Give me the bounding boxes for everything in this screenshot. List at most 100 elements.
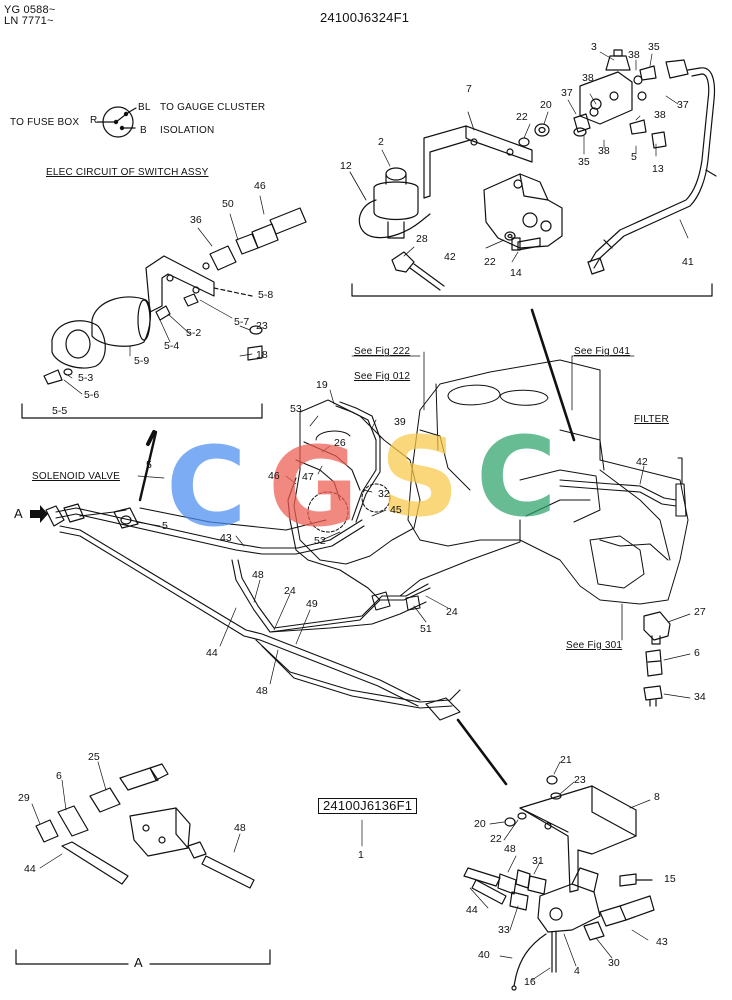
watermark-letter-c1: C	[166, 423, 247, 551]
callout: 13	[652, 163, 664, 175]
view-a-label: A	[134, 955, 143, 970]
model-code-line1: YG 0588~	[4, 4, 56, 16]
callout: 5-5	[52, 405, 68, 417]
callout: 38	[598, 145, 610, 157]
gear-housing	[293, 399, 421, 565]
callout: 48	[252, 569, 264, 581]
terminal-r-label: R	[90, 115, 98, 126]
pipework	[55, 401, 687, 721]
watermark-letter-c2: C	[476, 413, 557, 541]
callout: 7	[466, 83, 472, 95]
callout: 5-9	[134, 355, 150, 367]
callout: 18	[256, 349, 268, 361]
callout: 5-7	[234, 316, 250, 328]
callout: 38	[628, 49, 640, 61]
callout: 5-2	[186, 327, 202, 339]
callout: 25	[88, 751, 100, 763]
callout: 47	[302, 471, 314, 483]
pointer-arrow-top	[530, 308, 576, 442]
view-a-arrow-icon	[30, 505, 48, 523]
to-fuse-box-label: TO FUSE BOX	[10, 117, 80, 128]
callout: 24	[446, 606, 458, 618]
drawing-number: 24100J6324F1	[320, 10, 410, 25]
callout: 41	[682, 256, 694, 268]
switch-circuit-symbol	[96, 106, 137, 138]
callout: 22	[484, 256, 496, 268]
callout: 19	[316, 379, 328, 391]
sub-drawing-item: 1	[358, 849, 364, 861]
pointer-arrow-bottom	[456, 718, 508, 786]
see-fig-012-link[interactable]: See Fig 012	[354, 371, 411, 382]
watermark-letter-s: S	[380, 413, 460, 541]
solenoid-valve-label: SOLENOID VALVE	[32, 471, 121, 482]
callout-leaders	[31, 51, 691, 981]
callout: 46	[268, 470, 280, 482]
callout: 5-3	[78, 372, 94, 384]
solenoid-fitting-left	[45, 503, 139, 529]
callout: 44	[24, 863, 36, 875]
callout: 24	[284, 585, 296, 597]
group-bracket-top-left	[21, 403, 263, 419]
filter-label: FILTER	[634, 414, 669, 425]
callout: 37	[561, 87, 573, 99]
callout: 8	[654, 791, 660, 803]
callout: 5-4	[164, 340, 180, 352]
callout: 30	[608, 957, 620, 969]
callout: 44	[466, 904, 478, 916]
callout: 42	[636, 456, 648, 468]
see-fig-041-link[interactable]: See Fig 041	[574, 346, 631, 357]
callout: 52	[314, 535, 326, 547]
callout: 20	[474, 818, 486, 830]
callout: 48	[504, 843, 516, 855]
group-bracket-top-right	[351, 283, 713, 297]
callout: 31	[532, 855, 544, 867]
switch-circuit-title: ELEC CIRCUIT OF SWITCH ASSY	[46, 167, 209, 178]
callout: 35	[578, 156, 590, 168]
view-a-arrow-label: A	[14, 506, 23, 521]
callout: 53	[290, 403, 302, 415]
terminal-bl-label: BL	[138, 102, 151, 113]
callout: 42	[444, 251, 456, 263]
callout: 39	[394, 416, 406, 428]
callout: 43	[656, 936, 668, 948]
callout: 50	[222, 198, 234, 210]
callout: 15	[664, 873, 676, 885]
callout: 34	[694, 691, 706, 703]
callout: 4	[574, 965, 580, 977]
callout: 16	[524, 976, 536, 988]
see-fig-222-link[interactable]: See Fig 222	[354, 346, 411, 357]
callout: 43	[220, 532, 232, 544]
callout: 26	[334, 437, 346, 449]
callout: 14	[510, 267, 522, 279]
see-fig-301-link[interactable]: See Fig 301	[566, 640, 623, 651]
callout: 20	[540, 99, 552, 111]
callout: 44	[206, 647, 218, 659]
isolation-label: ISOLATION	[160, 125, 215, 136]
callout: 2	[378, 136, 384, 148]
callout: 48	[234, 822, 246, 834]
callout: 5	[631, 151, 637, 163]
callout: 35	[648, 41, 660, 53]
callout: 3	[591, 41, 597, 53]
callout: 38	[654, 109, 666, 121]
callout: 5-6	[84, 389, 100, 401]
to-gauge-cluster-label: TO GAUGE CLUSTER	[160, 102, 266, 113]
pressure-switch-assembly	[349, 49, 717, 291]
callout: 46	[254, 180, 266, 192]
callout: 40	[478, 949, 490, 961]
watermark-letter-g: G	[268, 423, 359, 551]
callout: 22	[490, 833, 502, 845]
callout: 37	[677, 99, 689, 111]
callout: 27	[694, 606, 706, 618]
view-a-parts	[35, 763, 255, 889]
sub-drawing-number: 24100J6136F1	[318, 798, 418, 814]
filter-parts	[643, 611, 671, 707]
callout: 22	[516, 111, 528, 123]
callout: 38	[582, 72, 594, 84]
callout: 33	[498, 924, 510, 936]
callout: 23	[574, 774, 586, 786]
pointer-arrow-solenoid	[138, 430, 158, 502]
terminal-b-label: B	[140, 125, 147, 136]
group-bracket-view-a	[15, 949, 271, 965]
